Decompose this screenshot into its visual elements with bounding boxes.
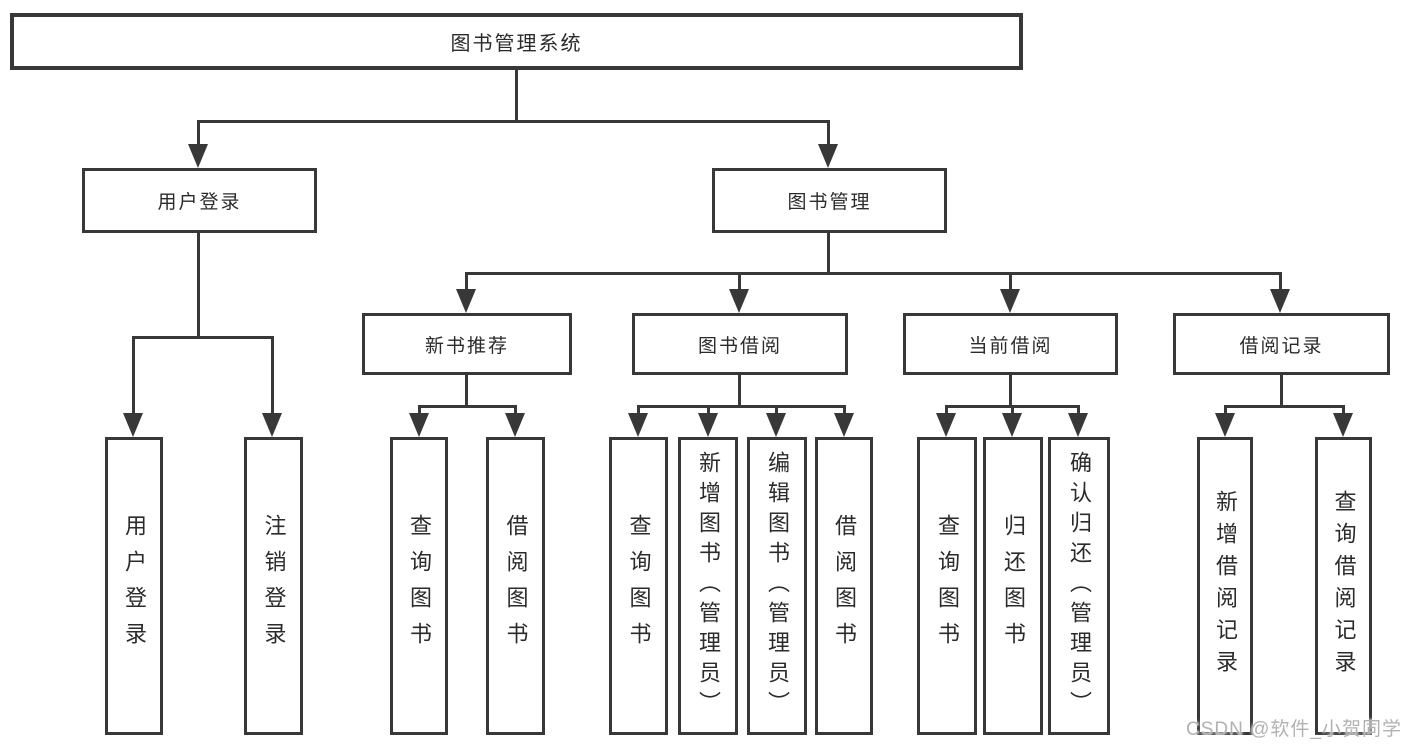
connector-line: [707, 405, 710, 415]
connector-line: [418, 405, 517, 408]
leaf-query-borrow-record: 查询借阅记录: [1315, 437, 1372, 735]
arrow-down-icon: [1270, 289, 1290, 313]
connector-line: [197, 233, 200, 336]
arrow-down-icon: [834, 413, 854, 437]
connector-line: [1280, 375, 1283, 405]
connector-line: [637, 405, 640, 415]
leaf-query-books-current: 查询图书: [917, 437, 977, 735]
connector-line: [271, 336, 274, 414]
connector-line: [1279, 272, 1282, 290]
leaf-confirm-return-admin: 确认归还（管理员）: [1048, 437, 1110, 735]
connector-line: [515, 70, 518, 120]
connector-line: [465, 375, 468, 405]
leaf-return-books: 归还图书: [983, 437, 1043, 735]
arrow-down-icon: [188, 144, 208, 168]
arrow-down-icon: [698, 413, 718, 437]
connector-line: [418, 405, 421, 415]
arrow-down-icon: [628, 413, 648, 437]
arrow-down-icon: [1002, 413, 1022, 437]
connector-line: [197, 120, 830, 123]
arrow-down-icon: [409, 413, 429, 437]
connector-line: [132, 336, 274, 339]
connector-line: [827, 233, 830, 272]
node-current-borrowing: 当前借阅: [903, 313, 1118, 375]
arrow-down-icon: [262, 413, 282, 437]
connector-line: [466, 272, 1281, 275]
node-library-system: 图书管理系统: [10, 13, 1023, 70]
leaf-logout: 注销登录: [244, 437, 303, 735]
connector-line: [1342, 405, 1345, 415]
leaf-query-books-recommend: 查询图书: [390, 437, 448, 735]
connector-line: [1224, 405, 1227, 415]
node-user-login: 用户登录: [82, 168, 317, 233]
connector-line: [1077, 405, 1080, 415]
arrow-down-icon: [1215, 413, 1235, 437]
connector-line: [738, 375, 741, 405]
arrow-down-icon: [818, 144, 838, 168]
connector-line: [465, 272, 468, 290]
arrow-down-icon: [1333, 413, 1353, 437]
arrow-down-icon: [1068, 413, 1088, 437]
csdn-watermark: CSDN @软件_小贺同学: [1186, 719, 1402, 740]
arrow-down-icon: [936, 413, 956, 437]
arrow-down-icon: [1000, 289, 1020, 313]
arrow-down-icon: [456, 289, 476, 313]
connector-line: [775, 405, 778, 415]
leaf-borrow-books-recommend: 借阅图书: [486, 437, 545, 735]
connector-line: [1009, 272, 1012, 290]
leaf-query-books-borrowing: 查询图书: [609, 437, 668, 735]
connector-line: [514, 405, 517, 415]
connector-line: [132, 336, 135, 414]
leaf-add-borrow-record: 新增借阅记录: [1197, 437, 1253, 735]
connector-line: [1009, 375, 1012, 405]
leaf-add-book-admin: 新增图书（管理员）: [678, 437, 738, 735]
connector-line: [945, 405, 948, 415]
arrow-down-icon: [505, 413, 525, 437]
arrow-down-icon: [729, 289, 749, 313]
connector-line: [1011, 405, 1014, 415]
connector-line: [637, 405, 845, 408]
leaf-borrow-books: 借阅图书: [815, 437, 873, 735]
arrow-down-icon: [766, 413, 786, 437]
node-borrowing-records: 借阅记录: [1173, 313, 1390, 375]
node-book-borrowing: 图书借阅: [632, 313, 848, 375]
connector-line: [827, 120, 830, 148]
node-new-book-recommend: 新书推荐: [362, 313, 572, 375]
connector-line: [843, 405, 846, 415]
connector-line: [197, 120, 200, 148]
leaf-edit-book-admin: 编辑图书（管理员）: [747, 437, 807, 735]
node-book-management: 图书管理: [712, 168, 947, 233]
leaf-user-login: 用户登录: [105, 437, 163, 735]
connector-line: [738, 272, 741, 290]
arrow-down-icon: [123, 413, 143, 437]
connector-line: [1224, 405, 1344, 408]
